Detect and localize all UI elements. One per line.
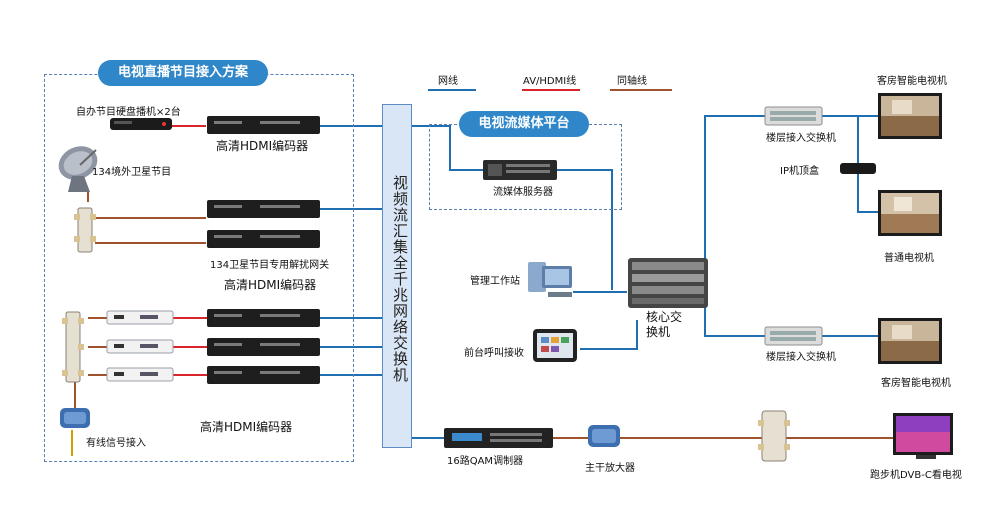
bus-label: 视频流汇集全千兆网络交换机	[391, 175, 409, 383]
splitter-1	[74, 207, 96, 253]
label-sat-gateway: 134卫星节目专用解扰网关	[210, 260, 330, 271]
label-dvbc-tv: 跑步机DVB-C看电视	[870, 470, 962, 481]
av-hdmi-lines	[172, 125, 208, 376]
label-hdd-player: 自办节目硬盘播机×2台	[76, 107, 181, 118]
hdd-player-device	[110, 118, 172, 130]
label-smart-tv-2: 客房智能电视机	[881, 378, 951, 389]
label-encoder-2: 高清HDMI编码器	[224, 278, 317, 292]
label-floor-switch-2: 楼层接入交换机	[766, 352, 836, 363]
label-sat-overseas: 134境外卫星节目	[92, 167, 172, 178]
satellite-dish-icon	[58, 146, 98, 192]
label-floor-switch-1: 楼层接入交换机	[766, 133, 836, 144]
floor-switch-2	[764, 326, 823, 346]
label-front-desk: 前台呼叫接收	[464, 348, 524, 359]
label-cable-input: 有线信号接入	[86, 438, 146, 449]
legend-label-network: 网线	[438, 76, 458, 87]
workstation-icon	[528, 262, 572, 297]
core-switch-device	[628, 258, 708, 308]
label-core-switch: 核心交换机	[646, 310, 683, 339]
label-qam: 16路QAM调制器	[447, 456, 524, 467]
label-streaming-server: 流媒体服务器	[493, 187, 553, 198]
live-scheme-title: 电视直播节目接入方案	[98, 60, 268, 86]
smart-tv-2	[878, 318, 942, 364]
ip-stb-device	[840, 163, 876, 174]
label-mgmt-station: 管理工作站	[470, 276, 520, 287]
cable-amplifier-left	[60, 408, 90, 428]
floor-switch-1	[764, 106, 823, 126]
aggregation-switch-bus: 视频流汇集全千兆网络交换机	[382, 104, 412, 448]
tablet-icon	[533, 329, 577, 362]
streaming-server-device	[483, 160, 557, 180]
splitter-3	[758, 410, 790, 462]
dvbc-tv	[893, 413, 953, 459]
legend-label-av-hdmi: AV/HDMI线	[523, 76, 577, 87]
normal-tv	[878, 190, 942, 236]
legend-label-coax: 同轴线	[617, 76, 647, 87]
smart-tv-1	[878, 93, 942, 139]
streaming-platform-title: 电视流媒体平台	[459, 111, 589, 137]
encoder-rack-units	[207, 116, 320, 384]
label-trunk-amp: 主干放大器	[585, 463, 635, 474]
label-smart-tv-1: 客房智能电视机	[877, 76, 947, 87]
label-encoder-1: 高清HDMI编码器	[216, 139, 309, 153]
label-encoder-3: 高清HDMI编码器	[200, 420, 293, 434]
label-normal-tv: 普通电视机	[884, 253, 934, 264]
qam-modulator-device	[444, 428, 553, 448]
label-ip-stb: IP机顶盒	[780, 166, 819, 177]
trunk-amplifier-device	[588, 425, 620, 447]
network-lines	[320, 115, 878, 439]
splitter-2	[62, 311, 84, 383]
